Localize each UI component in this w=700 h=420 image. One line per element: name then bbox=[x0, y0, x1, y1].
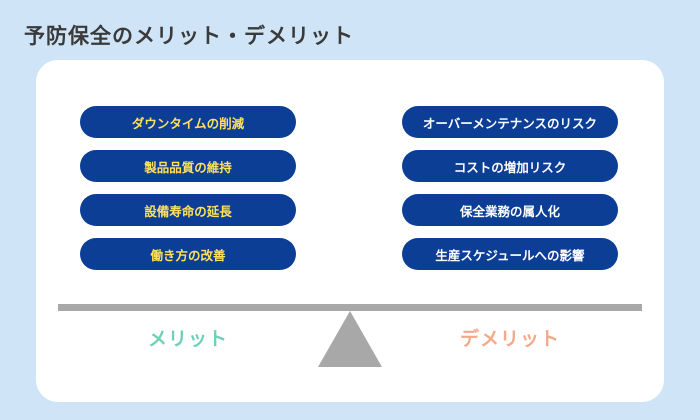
demerit-item-personalization: 保全業務の属人化 bbox=[402, 194, 618, 226]
demerit-item-overmaintenance: オーバーメンテナンスのリスク bbox=[402, 106, 618, 138]
demerit-item-schedule: 生産スケジュールへの影響 bbox=[402, 238, 618, 270]
fulcrum-triangle-icon bbox=[318, 311, 382, 367]
merit-item-workstyle: 働き方の改善 bbox=[80, 238, 296, 270]
page-title: 予防保全のメリット・デメリット bbox=[24, 24, 354, 48]
merit-item-downtime: ダウンタイムの削減 bbox=[80, 106, 296, 138]
balance-card: ダウンタイムの削減 製品品質の維持 設備寿命の延長 働き方の改善 オーバーメンテ… bbox=[36, 60, 664, 402]
merit-list: ダウンタイムの削減 製品品質の維持 設備寿命の延長 働き方の改善 bbox=[80, 106, 296, 270]
merit-item-quality: 製品品質の維持 bbox=[80, 150, 296, 182]
merit-label: メリット bbox=[148, 328, 229, 350]
demerit-item-cost: コストの増加リスク bbox=[402, 150, 618, 182]
demerit-label: デメリット bbox=[460, 328, 561, 350]
scale-beam bbox=[58, 304, 642, 311]
demerit-list: オーバーメンテナンスのリスク コストの増加リスク 保全業務の属人化 生産スケジュ… bbox=[402, 106, 618, 270]
merit-item-lifespan: 設備寿命の延長 bbox=[80, 194, 296, 226]
